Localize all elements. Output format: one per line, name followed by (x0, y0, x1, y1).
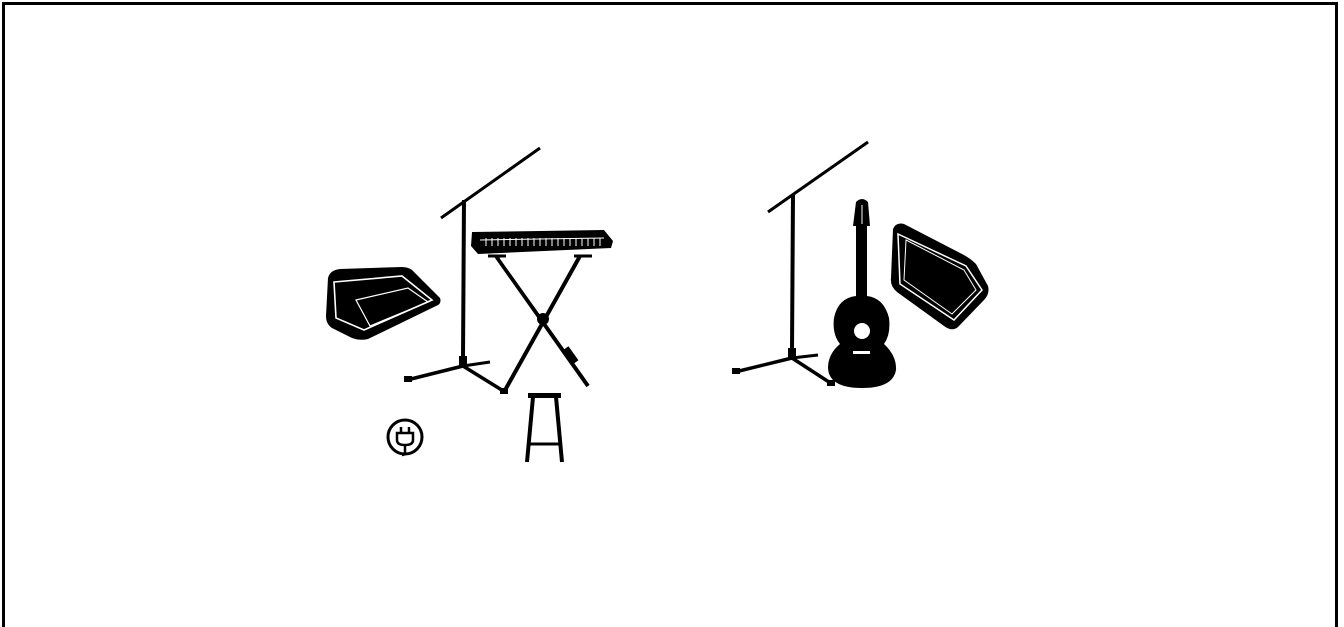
boom-mic-stand-icon (404, 148, 540, 394)
stool-icon (527, 393, 562, 462)
power-plug-icon (388, 420, 422, 455)
guitar-amp-icon (891, 224, 989, 330)
keyboard-icon (471, 230, 613, 392)
floor-monitor-icon (326, 267, 441, 340)
acoustic-guitar-icon (828, 199, 896, 388)
